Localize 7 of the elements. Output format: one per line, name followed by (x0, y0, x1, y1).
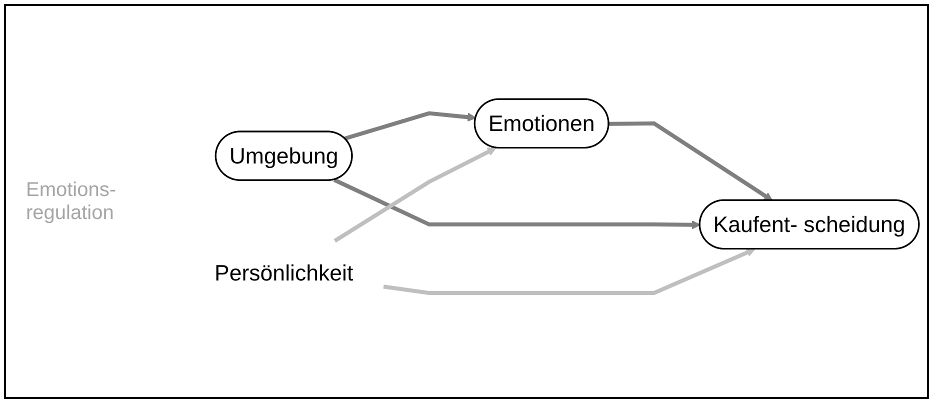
annotation-text: Emotions- regulation (26, 178, 118, 224)
arrow (344, 110, 476, 140)
arrow (334, 147, 496, 242)
node-text: Persönlichkeit (214, 260, 354, 286)
arrow (608, 121, 773, 201)
arrow (333, 178, 701, 229)
arrow (383, 248, 756, 295)
